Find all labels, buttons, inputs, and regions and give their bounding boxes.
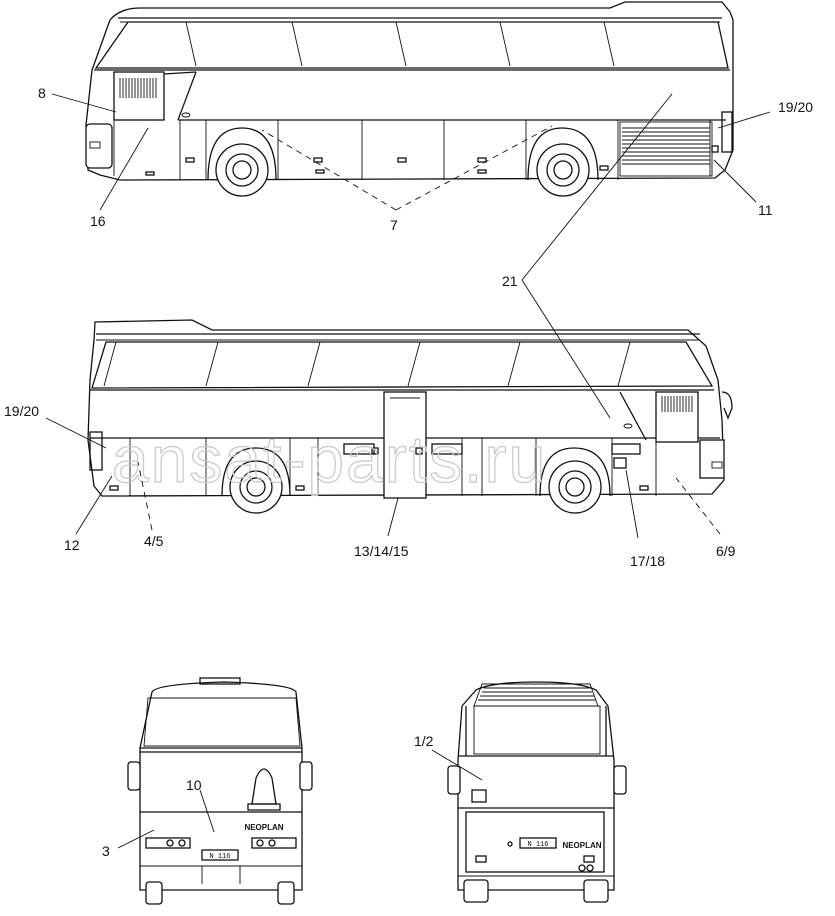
callout-leaders bbox=[45, 93, 771, 849]
callout-label-7: 7 bbox=[390, 217, 398, 233]
bus-side-view-right bbox=[87, 319, 733, 514]
callout-label-16: 16 bbox=[90, 213, 106, 229]
callout-label-19-20-top: 19/20 bbox=[778, 99, 813, 115]
callout-label-12: 12 bbox=[64, 537, 80, 553]
callout-label-3: 3 bbox=[102, 843, 110, 859]
callout-label-1-2: 1/2 bbox=[414, 733, 434, 749]
callout-label-6-9: 6/9 bbox=[716, 543, 736, 559]
watermark-text: ansat-parts.ru bbox=[112, 422, 547, 496]
callout-label-21: 21 bbox=[502, 273, 518, 289]
bus-front-view: N 116 NEOPLAN bbox=[127, 677, 313, 905]
callout-label-19-20-middle: 19/20 bbox=[4, 403, 39, 419]
callout-label-11: 11 bbox=[758, 202, 773, 218]
rear-brand-badge: NEOPLAN bbox=[562, 841, 601, 850]
callout-label-13-14-15: 13/14/15 bbox=[354, 543, 409, 559]
front-license-plate: N 116 bbox=[209, 853, 230, 861]
callout-labels: 8 16 7 19/20 11 21 19/20 12 4/5 13/14/15… bbox=[4, 85, 813, 859]
front-brand-badge: NEOPLAN bbox=[244, 823, 283, 832]
rear-license-plate: N 116 bbox=[527, 841, 548, 849]
callout-label-17-18: 17/18 bbox=[630, 553, 665, 569]
bus-side-view-left bbox=[85, 1, 734, 197]
callout-label-10: 10 bbox=[186, 777, 202, 793]
callout-label-8: 8 bbox=[38, 85, 46, 101]
bus-rear-view: N 116 NEOPLAN bbox=[447, 681, 627, 903]
callout-label-4-5: 4/5 bbox=[144, 533, 164, 549]
